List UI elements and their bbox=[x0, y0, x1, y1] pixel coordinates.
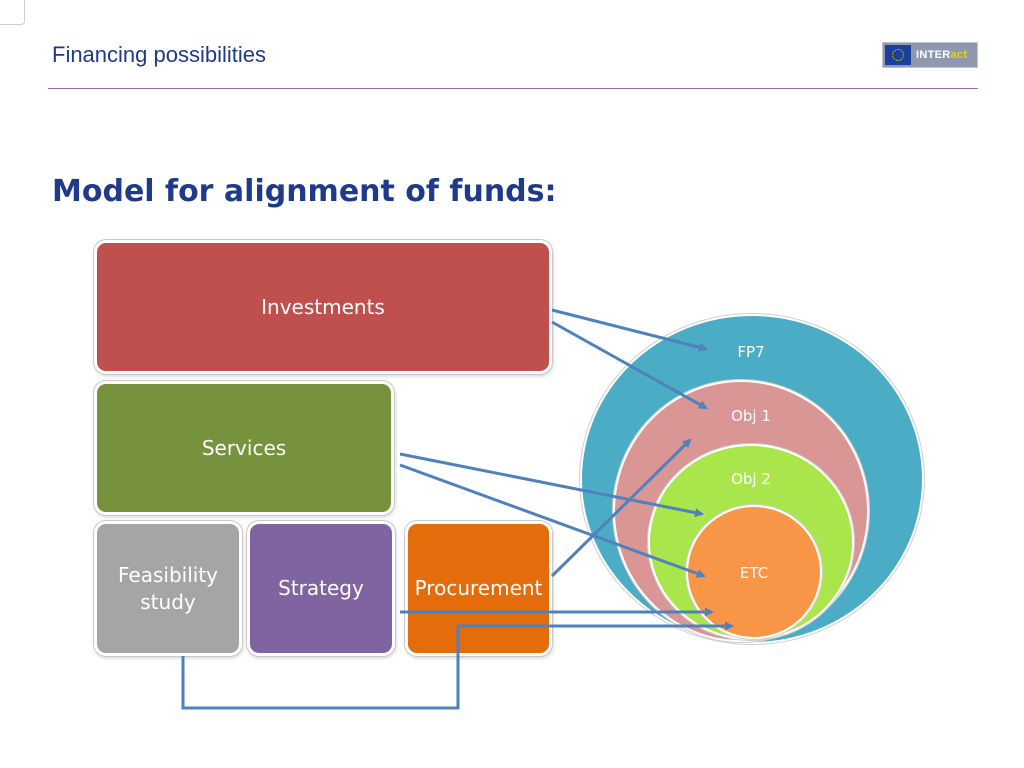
services-label: Services bbox=[201, 435, 287, 460]
logo-text-suffix: act bbox=[950, 49, 968, 61]
etc-label: ETC bbox=[739, 564, 769, 582]
investments-box: Investments bbox=[94, 240, 552, 374]
eu-flag-icon bbox=[885, 45, 911, 65]
header-title: Financing possibilities bbox=[52, 42, 266, 67]
obj2-label: Obj 2 bbox=[731, 470, 771, 488]
obj1-label: Obj 1 bbox=[731, 407, 771, 425]
logo-text-prefix: INTER bbox=[916, 49, 951, 61]
slide-corner-mark bbox=[0, 0, 25, 25]
etc-circle bbox=[686, 505, 822, 639]
fp7-label: FP7 bbox=[737, 343, 765, 361]
arrow-feasibility-to-etc bbox=[181, 621, 734, 710]
arrow-services-to-obj2 bbox=[399, 452, 704, 518]
procurement-box: Procurement bbox=[405, 521, 552, 656]
services-box: Services bbox=[94, 381, 394, 515]
header-divider bbox=[48, 88, 978, 89]
arrow-investments-to-obj1 bbox=[551, 320, 708, 410]
interact-logo: INTERact bbox=[882, 42, 978, 68]
procurement-label: Procurement bbox=[414, 576, 543, 600]
arrow-investments-to-fp7 bbox=[551, 308, 708, 352]
arrow-procurement-to-obj1 bbox=[550, 438, 692, 578]
arrow-services-to-etc bbox=[399, 463, 706, 578]
feasibility-study-label: Feasibility study bbox=[118, 562, 218, 614]
feasibility-study-box: Feasibility study bbox=[94, 521, 242, 656]
strategy-box: Strategy bbox=[247, 521, 395, 656]
slide-heading: Model for alignment of funds: bbox=[52, 174, 557, 209]
investments-label: Investments bbox=[261, 294, 385, 319]
strategy-label: Strategy bbox=[278, 576, 364, 600]
logo-text: INTERact bbox=[916, 49, 967, 61]
